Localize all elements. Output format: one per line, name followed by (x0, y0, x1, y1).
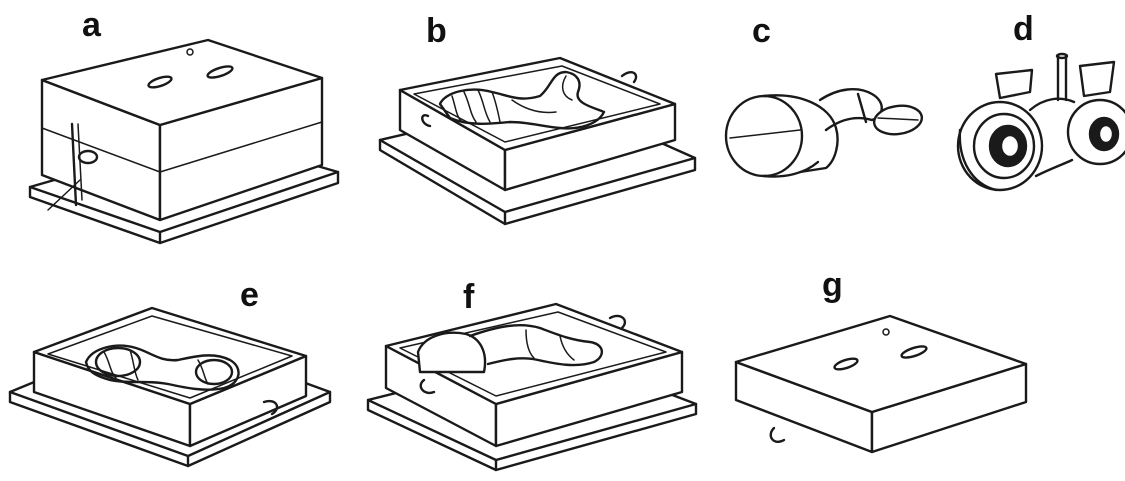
panel-c-core (726, 89, 924, 176)
panel-label-e: e (240, 278, 259, 312)
panel-label-f: f (463, 280, 474, 314)
panel-a-closed-mold (30, 40, 338, 243)
panel-e-open-mold (10, 308, 330, 466)
panel-label-g: g (822, 268, 843, 302)
panel-label-c: c (752, 14, 771, 48)
panel-label-d: d (1013, 12, 1034, 46)
panel-label-b: b (426, 14, 447, 48)
panel-d-casting (958, 54, 1125, 190)
panel-g-closed-cope (736, 316, 1026, 452)
panel-label-a: a (82, 8, 101, 42)
panel-b-drag-with-pattern (380, 58, 695, 224)
panel-f-cope-with-core (368, 304, 696, 470)
